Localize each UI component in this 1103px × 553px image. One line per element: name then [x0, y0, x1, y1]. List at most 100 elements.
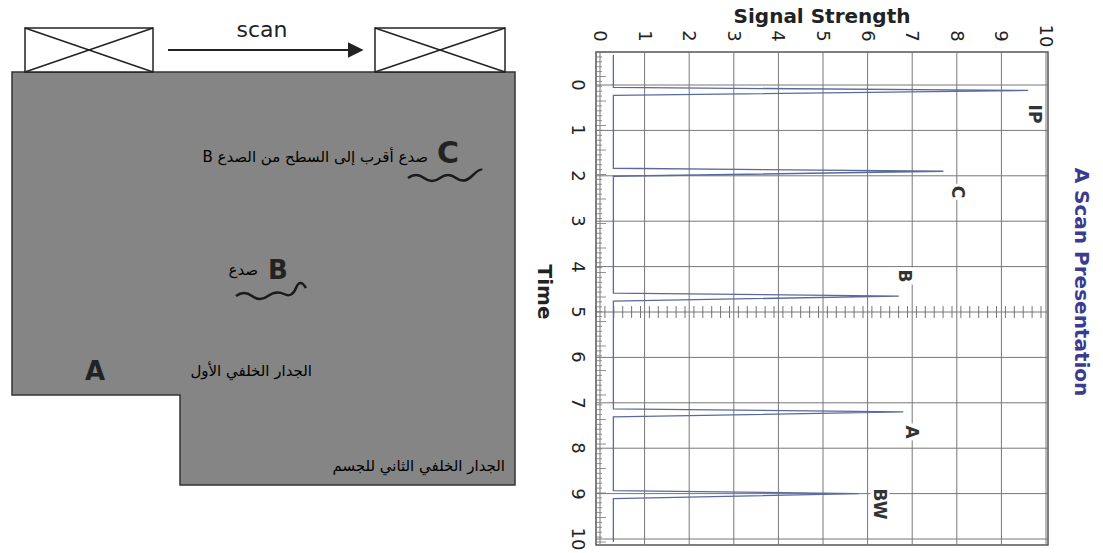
minor-tick [747, 306, 748, 318]
crack [408, 170, 482, 181]
minor-tick [596, 365, 602, 366]
minor-tick [738, 306, 739, 318]
minor-tick [978, 306, 979, 318]
minor-tick [791, 306, 792, 318]
minor-tick [596, 355, 602, 356]
tick-number: 9 [568, 488, 588, 499]
chart-title: A Scan Presentation [1071, 168, 1093, 397]
tick-number: 0 [568, 79, 588, 90]
minor-tick [800, 306, 801, 318]
tick-number: 3 [724, 30, 744, 41]
minor-tick [596, 267, 602, 268]
defect-letter: B [268, 256, 288, 285]
minor-tick [596, 135, 602, 136]
grid-line [596, 221, 1048, 222]
minor-tick [827, 306, 828, 318]
minor-tick [916, 306, 917, 318]
minor-tick [898, 306, 899, 318]
minor-tick [596, 517, 606, 518]
wall-note: الجدار الخلفي الثاني للجسم [332, 458, 505, 475]
minor-tick [596, 101, 606, 102]
minor-tick [596, 203, 602, 204]
tick-number: 6 [568, 352, 588, 363]
minor-tick [596, 532, 602, 533]
grid-line [956, 52, 957, 545]
minor-tick [596, 115, 602, 116]
scan-label: scan [237, 18, 288, 42]
minor-tick [596, 292, 602, 293]
grid-line [689, 52, 690, 545]
tick-number: 6 [858, 30, 878, 41]
minor-tick [720, 306, 721, 318]
minor-tick [596, 213, 602, 214]
minor-tick [1014, 306, 1015, 318]
tick-number: 5 [813, 30, 833, 41]
tick-number: 1 [635, 30, 655, 41]
minor-tick [596, 512, 602, 513]
minor-tick [596, 483, 602, 484]
tick-number: 8 [947, 30, 967, 41]
minor-tick [596, 272, 606, 273]
minor-tick [596, 66, 602, 67]
minor-tick [596, 257, 602, 258]
tick-number: 7 [568, 397, 588, 408]
minor-tick [596, 96, 602, 97]
tick-number: 4 [768, 30, 788, 41]
tick-number: 5 [568, 306, 588, 317]
minor-tick [693, 306, 694, 318]
minor-tick [596, 164, 602, 165]
minor-tick [596, 243, 602, 244]
minor-tick [854, 306, 855, 318]
chart-frame [596, 52, 1048, 545]
minor-tick [596, 444, 606, 445]
tick-number: 2 [679, 30, 699, 41]
minor-tick [596, 448, 602, 449]
minor-tick [596, 223, 606, 224]
grid-line [600, 52, 601, 545]
minor-tick [596, 522, 602, 523]
wall-letter: A [85, 357, 105, 386]
minor-tick [596, 360, 602, 361]
minor-tick [596, 542, 606, 543]
minor-tick [596, 81, 602, 82]
minor-tick [596, 537, 602, 538]
minor-tick [596, 311, 602, 312]
grid-line [644, 52, 645, 545]
minor-tick [596, 316, 602, 317]
minor-tick [596, 463, 602, 464]
minor-tick [596, 228, 602, 229]
minor-tick [596, 390, 602, 391]
minor-tick [880, 306, 881, 318]
minor-tick [863, 306, 864, 318]
minor-tick [596, 297, 606, 298]
grid-line [867, 52, 868, 545]
grid-line [912, 52, 913, 545]
minor-tick [596, 71, 602, 72]
axis-title: Signal Strength [734, 5, 911, 27]
minor-tick [907, 306, 908, 318]
grid-line [596, 266, 1048, 267]
minor-tick [1023, 306, 1024, 318]
minor-tick [676, 306, 677, 318]
minor-tick [596, 306, 602, 307]
minor-tick [596, 154, 602, 155]
axis-title: Time [534, 265, 556, 320]
grid-line [596, 539, 1048, 540]
minor-tick [596, 208, 602, 209]
minor-tick [596, 56, 602, 57]
minor-tick [596, 301, 602, 302]
minor-tick [596, 159, 602, 160]
minor-tick [596, 395, 606, 396]
minor-tick [640, 306, 641, 318]
minor-tick [596, 150, 606, 151]
minor-tick [631, 306, 632, 318]
minor-tick [667, 306, 668, 318]
minor-tick [934, 306, 935, 318]
minor-tick [596, 478, 602, 479]
minor-tick [952, 306, 953, 318]
minor-tick [685, 306, 686, 318]
peak-label: B [896, 268, 915, 285]
grid-line [596, 312, 1048, 313]
minor-tick [871, 306, 872, 318]
minor-tick [596, 140, 602, 141]
